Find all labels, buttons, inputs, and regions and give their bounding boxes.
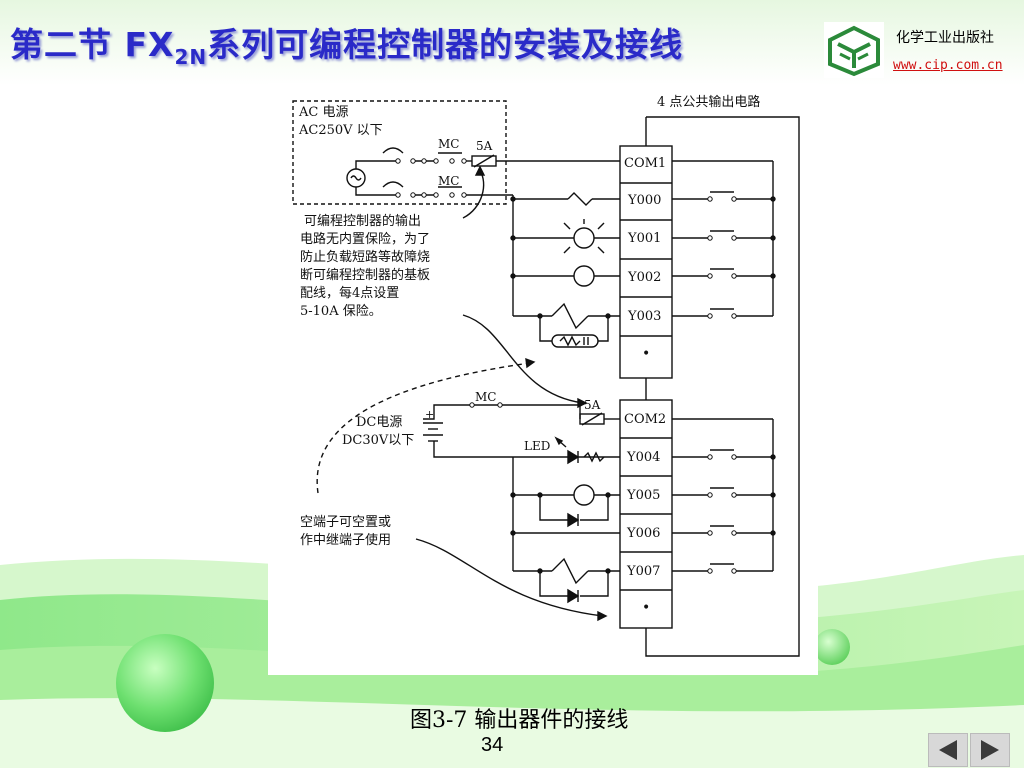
- publisher-name: 化学工业出版社: [896, 30, 994, 46]
- terminal-strip-top: [619, 145, 673, 379]
- terminal-y002: Y002: [628, 270, 662, 285]
- prev-arrow-icon: [939, 740, 957, 760]
- mc-contact-label-bottom: MC: [438, 174, 460, 188]
- dc-voltage-label: DC30V以下: [342, 433, 415, 448]
- prev-slide-button[interactable]: [928, 733, 968, 767]
- figure-caption: 图3-7 输出器件的接线: [410, 708, 629, 733]
- terminal-y003: Y003: [628, 309, 662, 324]
- terminal-com2: COM2: [624, 412, 667, 427]
- terminal-y001: Y001: [628, 231, 662, 246]
- ac-source-label: AC 电源: [299, 105, 349, 120]
- slide-title: 第二节 FX2N系列可编程控制器的安装及接线: [10, 25, 684, 69]
- publisher-book-logo-icon: [824, 22, 884, 78]
- ac-source-box: [292, 100, 507, 205]
- common-output-circuit-label: 4 点公共输出电路: [657, 95, 761, 110]
- led-label: LED: [524, 439, 551, 453]
- terminal-com1: COM1: [624, 156, 667, 171]
- dc-plus-sign: +: [425, 408, 435, 421]
- next-arrow-icon: [981, 740, 999, 760]
- page-number: 34: [481, 734, 504, 756]
- mc-contact-label-top: MC: [438, 137, 460, 151]
- dc-source-label: DC电源: [356, 415, 403, 430]
- terminal-y007: Y007: [627, 564, 661, 579]
- fuse-note: 可编程控制器的输出 电路无内置保险，为了 防止负载短路等故障烧 断可编程控制器的…: [300, 214, 431, 319]
- mc-contact-label-dc: MC: [475, 390, 497, 404]
- terminal-y006: Y006: [627, 526, 661, 541]
- wiring-diagram: [292, 100, 800, 657]
- terminal-empty-top: •: [642, 346, 651, 362]
- next-slide-button[interactable]: [970, 733, 1010, 767]
- ac-voltage-label: AC250V 以下: [299, 123, 383, 138]
- fuse-label-top: 5A: [476, 139, 493, 153]
- publisher-url-link[interactable]: www.cip.com.cn: [893, 58, 1003, 73]
- terminal-y004: Y004: [627, 450, 661, 465]
- output-wiring-figure: 4 点公共输出电路 AC 电源 AC250V 以下 MC MC 5A MC 5A…: [268, 83, 818, 675]
- terminal-y000: Y000: [628, 193, 662, 208]
- terminal-empty-bottom: •: [642, 600, 651, 616]
- fuse-label-bottom: 5A: [584, 398, 601, 412]
- terminal-y005: Y005: [627, 488, 661, 503]
- empty-terminal-note: 空端子可空置或 作中继端子使用: [300, 515, 392, 548]
